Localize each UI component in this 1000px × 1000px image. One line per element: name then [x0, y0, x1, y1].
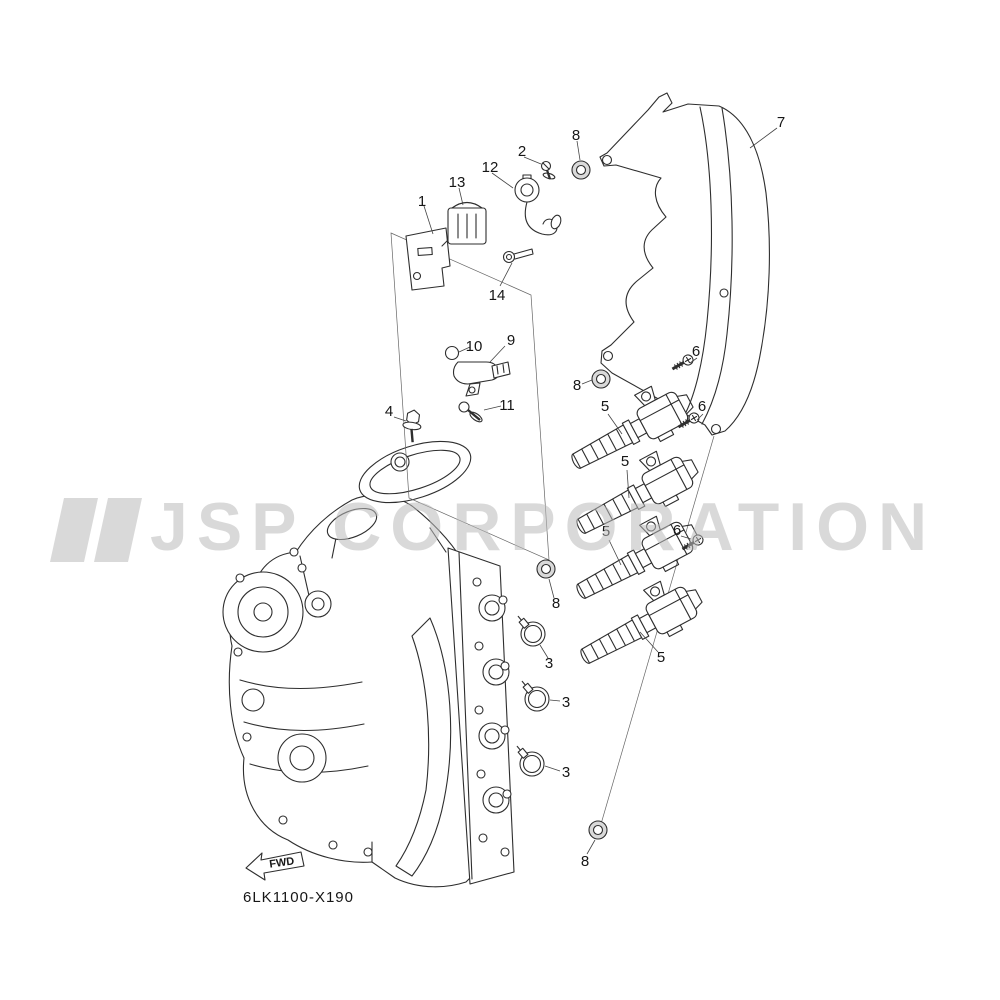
- tool-part14: [502, 248, 534, 264]
- cover-hole-bottom: [710, 423, 722, 435]
- callout-13: 13: [449, 174, 466, 191]
- callout-6c: 6: [673, 522, 681, 539]
- callout-6a: 6: [692, 343, 700, 360]
- watermark: JSP CORPORATION: [50, 489, 936, 565]
- callout-12: 12: [482, 159, 499, 176]
- cover-hole-side: [719, 288, 729, 298]
- screw-part2: [540, 160, 556, 180]
- exhaust-tube: [395, 617, 452, 877]
- fwd-label: FWD: [269, 855, 296, 870]
- callout-3c: 3: [562, 764, 570, 781]
- callout-8a: 8: [572, 127, 580, 144]
- callout-8b: 8: [573, 377, 581, 394]
- callout-5b: 5: [621, 453, 629, 470]
- watermark-logo: [50, 498, 142, 562]
- callout-5c: 5: [602, 523, 610, 540]
- callout-leader-lines: [393, 127, 778, 855]
- callout-5d: 5: [657, 649, 665, 666]
- cover-hole-middle: [602, 350, 614, 362]
- callout-9: 9: [507, 332, 515, 349]
- callout-11: 11: [499, 397, 515, 414]
- callout-1: 1: [418, 193, 426, 210]
- callout-4: 4: [385, 403, 393, 420]
- bolt-part11: [458, 401, 483, 423]
- coil-wire-part12: [514, 174, 562, 236]
- callout-2: 2: [518, 143, 526, 160]
- cover-hole-top: [601, 154, 613, 166]
- callout-3b: 3: [562, 694, 570, 711]
- drawing-code: 6LK1100-X190: [243, 889, 354, 906]
- electrical-cover: [599, 92, 770, 436]
- fwd-marker: FWD: [245, 851, 305, 881]
- valve-cover: [326, 440, 472, 541]
- callout-5a: 5: [601, 398, 609, 415]
- sensor-part9: [444, 345, 511, 397]
- grommet-4: [588, 820, 608, 840]
- grommet-2: [591, 369, 611, 389]
- callout-10: 10: [466, 338, 483, 355]
- grommet-1: [571, 160, 591, 180]
- cylinder-head-plate: [447, 547, 515, 885]
- bracket-part1: [405, 227, 451, 291]
- callout-8d: 8: [581, 853, 589, 870]
- callout-6b: 6: [698, 398, 706, 415]
- callout-7: 7: [777, 114, 785, 131]
- watermark-text: JSP CORPORATION: [150, 489, 936, 565]
- engine-block: [222, 440, 515, 888]
- bolt-part4: [402, 409, 422, 443]
- callout-8c: 8: [552, 595, 560, 612]
- o-ring-part10: [444, 345, 460, 361]
- callout-3a: 3: [545, 655, 553, 672]
- callout-14: 14: [489, 287, 506, 304]
- relay-part13: [441, 201, 487, 247]
- engine-bolt-holes: [233, 547, 373, 857]
